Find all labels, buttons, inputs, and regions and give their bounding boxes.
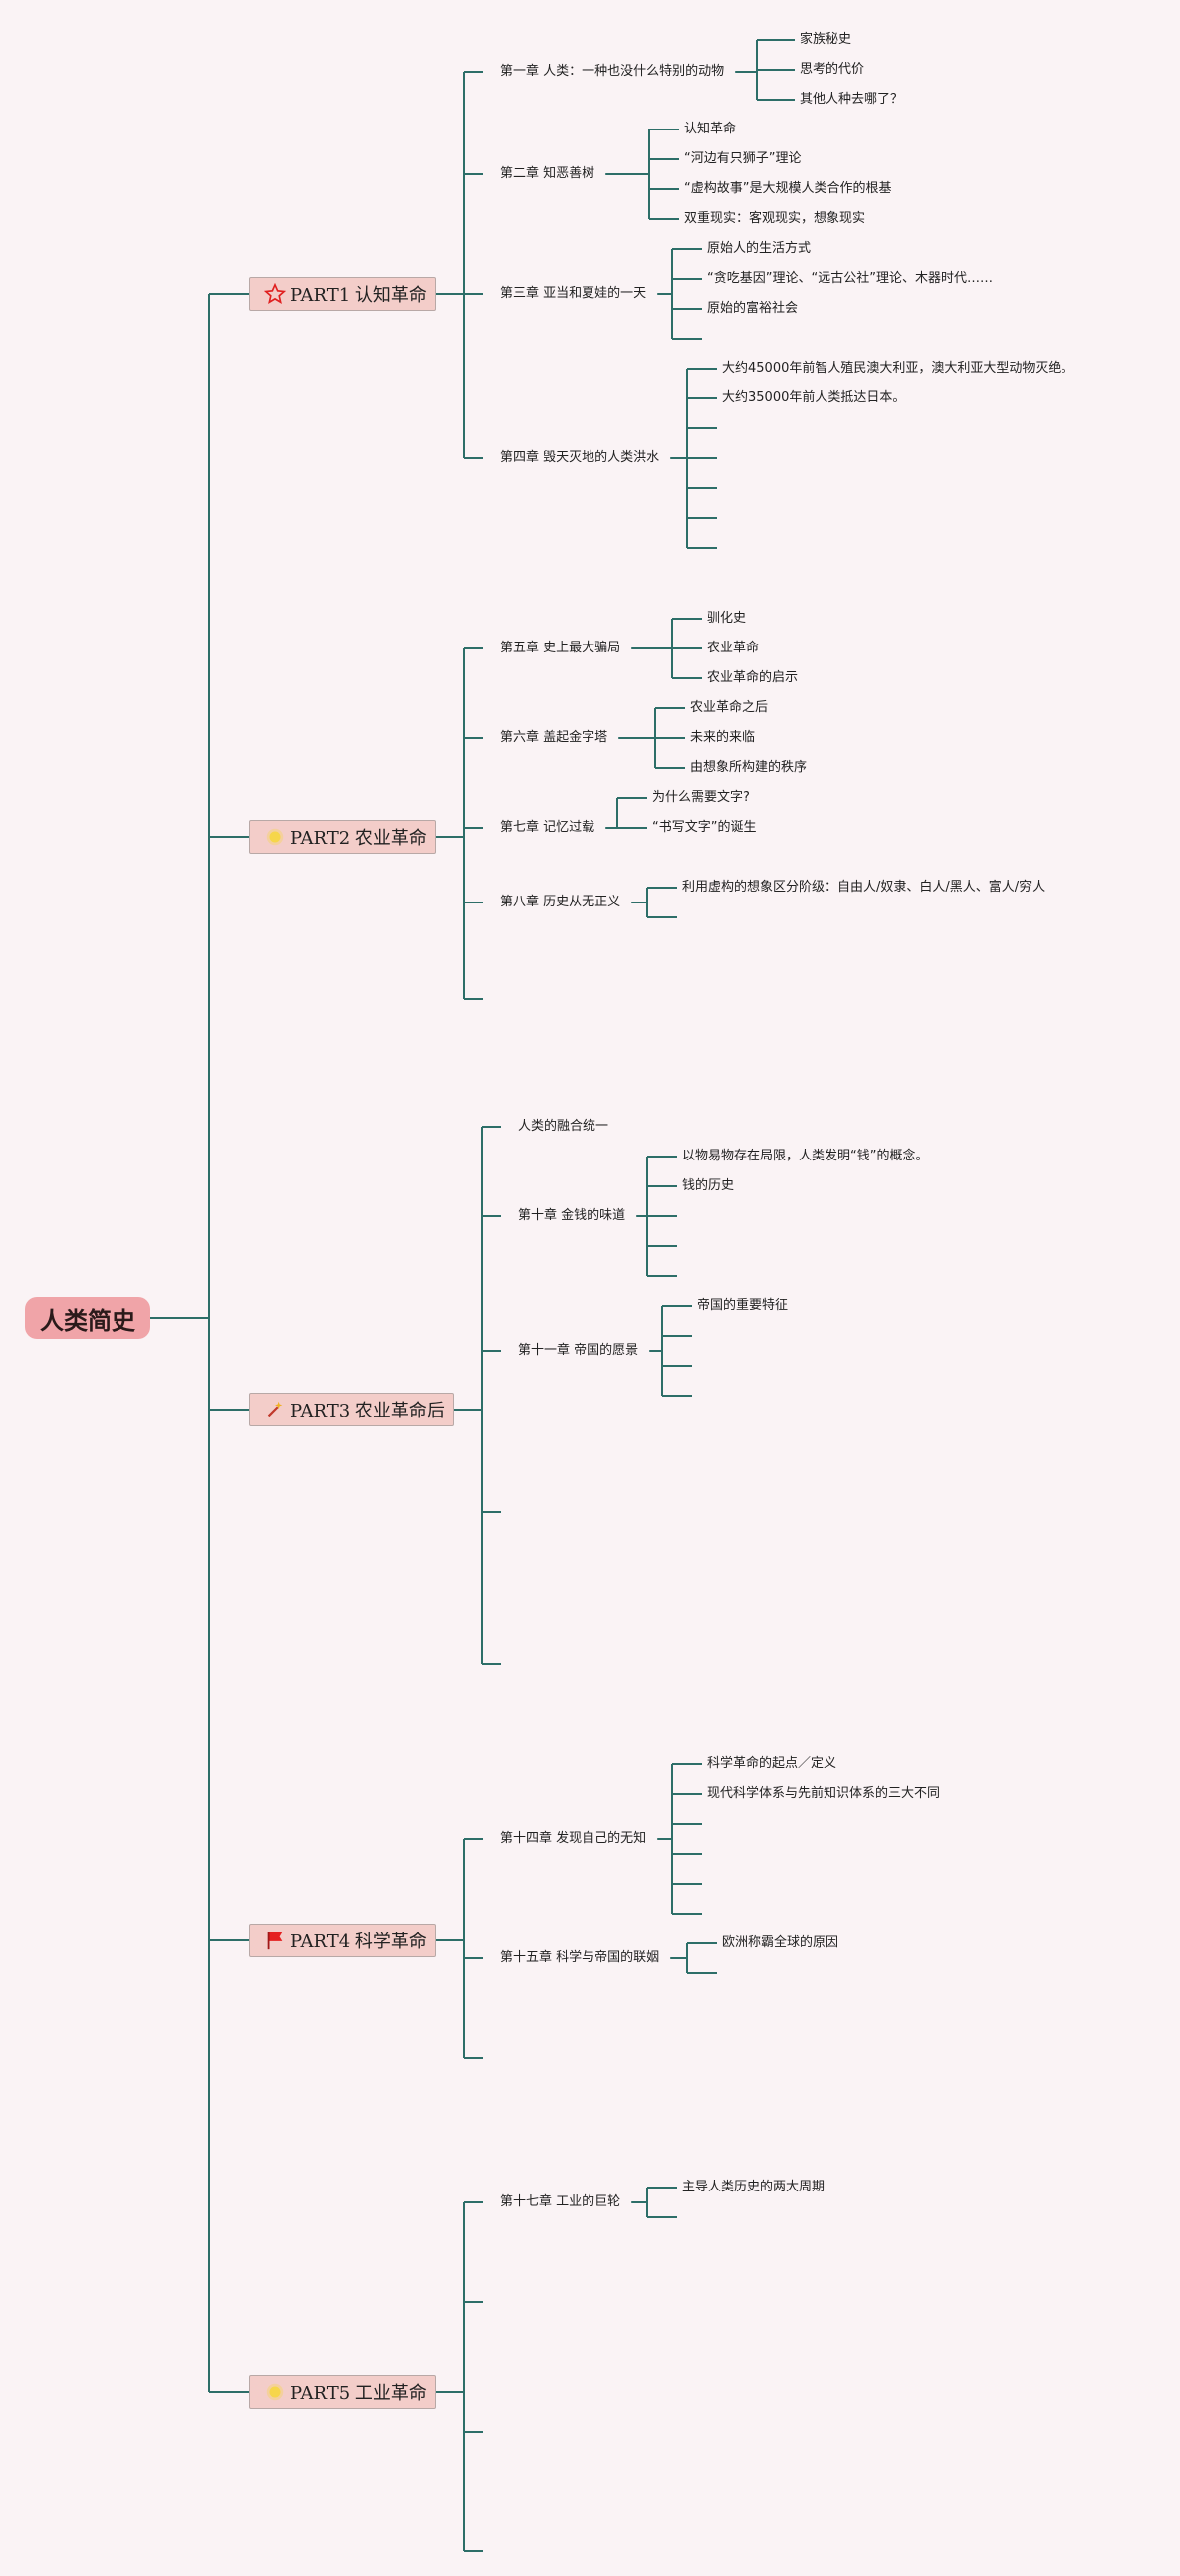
- chapter-node[interactable]: 第十四章 发现自己的无知: [500, 1831, 647, 1846]
- chapter-node[interactable]: 第二章 知恶善树: [500, 166, 595, 181]
- item-node[interactable]: 大约45000年前智人殖民澳大利亚，澳大利亚大型动物灭绝。: [722, 361, 1074, 376]
- item-node[interactable]: 农业革命之后: [690, 700, 769, 715]
- item-node[interactable]: 为什么需要文字?: [652, 790, 750, 805]
- red-flag-icon: [264, 1929, 286, 1952]
- item-node[interactable]: 双重现实：客观现实，想象现实: [684, 211, 866, 226]
- item-node[interactable]: 原始的富裕社会: [707, 301, 799, 316]
- part-3-node[interactable]: PART3 农业革命后: [249, 1393, 454, 1426]
- item-node[interactable]: 家族秘史: [800, 32, 852, 47]
- chapter-node[interactable]: 第十七章 工业的巨轮: [500, 2194, 621, 2209]
- chapter-node[interactable]: 第八章 历史从无正义: [500, 895, 621, 909]
- item-node[interactable]: 由想象所构建的秩序: [690, 760, 808, 775]
- item-node[interactable]: 利用虚构的想象区分阶级：自由人/奴隶、白人/黑人、富人/穷人: [682, 880, 1046, 895]
- item-node[interactable]: 未来的来临: [690, 730, 756, 745]
- item-node[interactable]: “河边有只狮子”理论: [684, 151, 802, 166]
- item-node[interactable]: 农业革命: [707, 641, 760, 655]
- chapter-node[interactable]: 第十一章 帝国的愿景: [518, 1343, 639, 1358]
- item-node[interactable]: 其他人种去哪了？: [800, 92, 904, 107]
- item-node[interactable]: “书写文字”的诞生: [652, 820, 757, 835]
- part-1-node[interactable]: PART1 认知革命: [249, 277, 436, 311]
- chapter-node[interactable]: 第三章 亚当和夏娃的一天: [500, 286, 647, 301]
- chapter-node[interactable]: 第一章 人类：一种也没什么特别的动物: [500, 64, 725, 79]
- item-node[interactable]: 原始人的生活方式: [707, 241, 812, 256]
- item-node[interactable]: 科学革命的起点／定义: [707, 1756, 837, 1771]
- item-node[interactable]: “虚构故事”是大规模人类合作的根基: [684, 181, 892, 196]
- item-node[interactable]: 大约35000年前人类抵达日本。: [722, 390, 906, 405]
- sun-icon: [264, 2380, 286, 2404]
- item-node[interactable]: 农业革命的启示: [707, 670, 799, 685]
- chapter-node[interactable]: 第七章 记忆过载: [500, 820, 595, 835]
- item-node[interactable]: 以物易物存在局限，人类发明“钱”的概念。: [682, 1149, 929, 1163]
- item-node[interactable]: 帝国的重要特征: [697, 1298, 789, 1313]
- magic-wand-icon: [264, 1398, 286, 1421]
- chapter-node[interactable]: 第十五章 科学与帝国的联姻: [500, 1950, 660, 1965]
- part-label: PART4 科学革命: [290, 1932, 427, 1952]
- item-node[interactable]: 驯化史: [707, 611, 747, 626]
- part-5-node[interactable]: PART5 工业革命: [249, 2375, 436, 2409]
- root-topic[interactable]: 人类简史: [25, 1297, 150, 1339]
- chapter-node[interactable]: 第十章 金钱的味道: [518, 1208, 626, 1223]
- part-label: PART1 认知革命: [290, 285, 427, 306]
- chapter-node[interactable]: 人类的融合统一: [518, 1119, 609, 1134]
- part-label: PART5 工业革命: [290, 2383, 427, 2404]
- part-2-node[interactable]: PART2 农业革命: [249, 820, 436, 854]
- sun-icon: [264, 825, 286, 849]
- part-label: PART3 农业革命后: [290, 1401, 445, 1421]
- item-node[interactable]: 钱的历史: [682, 1178, 735, 1193]
- item-node[interactable]: 主导人类历史的两大周期: [682, 2180, 826, 2194]
- chapter-node[interactable]: 第五章 史上最大骗局: [500, 641, 621, 655]
- part-label: PART2 农业革命: [290, 828, 427, 849]
- item-node[interactable]: 认知革命: [684, 122, 737, 136]
- item-node[interactable]: 现代科学体系与先前知识体系的三大不同: [707, 1786, 941, 1801]
- part-4-node[interactable]: PART4 科学革命: [249, 1924, 436, 1957]
- star-outline-icon: [264, 282, 286, 306]
- item-node[interactable]: 欧洲称霸全球的原因: [722, 1935, 839, 1950]
- chapter-node[interactable]: 第四章 毁天灭地的人类洪水: [500, 450, 660, 465]
- item-node[interactable]: “贪吃基因”理论、“远古公社”理论、木器时代……: [707, 271, 993, 286]
- chapter-node[interactable]: 第六章 盖起金字塔: [500, 730, 608, 745]
- item-node[interactable]: 思考的代价: [800, 62, 865, 77]
